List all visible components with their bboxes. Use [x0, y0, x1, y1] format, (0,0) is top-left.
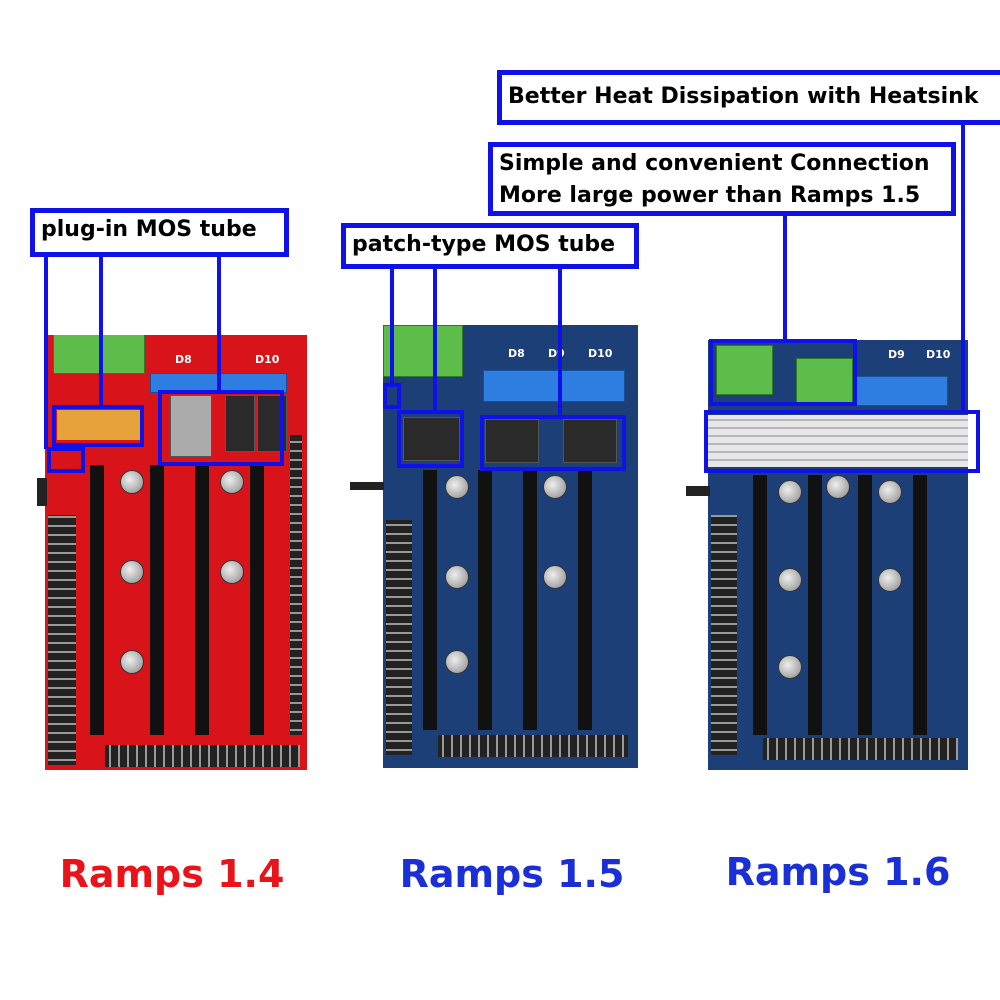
capacitor: [778, 480, 802, 504]
capacitor: [543, 565, 567, 589]
reset-button: [350, 482, 384, 490]
callout-text: Better Heat Dissipation with Heatsink: [508, 84, 979, 109]
connector-line: [433, 266, 437, 412]
connector-line: [961, 122, 965, 412]
fuse: [57, 410, 142, 440]
callout-text: plug-in MOS tube: [41, 217, 257, 242]
pin-header: [105, 745, 300, 767]
callout-text-line1: Simple and convenient Connection: [499, 151, 930, 176]
title-ramps-1-5: Ramps 1.5: [399, 852, 625, 896]
driver-socket: [150, 465, 164, 735]
title-ramps-1-6: Ramps 1.6: [725, 850, 951, 894]
callout-patch-type-mos: patch-type MOS tube: [341, 223, 639, 269]
driver-socket: [523, 470, 537, 730]
driver-socket: [753, 475, 767, 735]
connector-line: [217, 255, 221, 392]
pin-header: [763, 738, 958, 760]
capacitor: [543, 475, 567, 499]
mos-tube: [563, 419, 617, 463]
output-terminal: [856, 376, 948, 406]
highlight-patch-mos-pair: [480, 415, 626, 471]
connector-line: [99, 255, 103, 407]
capacitor: [778, 655, 802, 679]
callout-heatsink: Better Heat Dissipation with Heatsink: [497, 70, 1000, 125]
driver-socket: [423, 470, 437, 730]
capacitor: [220, 560, 244, 584]
silk-d9: D9: [888, 348, 905, 361]
driver-socket: [90, 465, 104, 735]
mos-tube: [485, 419, 539, 463]
power-terminal: [716, 345, 773, 395]
connector-line: [558, 266, 562, 417]
capacitor: [120, 470, 144, 494]
capacitor: [878, 480, 902, 504]
capacitor: [120, 560, 144, 584]
capacitor: [826, 475, 850, 499]
highlight-plug-in-mos: [158, 390, 284, 466]
silk-d8: D8: [175, 353, 192, 366]
connector-line: [783, 213, 787, 341]
pin-header: [438, 735, 628, 757]
connector-line: [390, 266, 394, 385]
capacitor: [445, 565, 469, 589]
callout-connection: Simple and convenient Connection More la…: [488, 142, 956, 216]
pin-header: [711, 515, 737, 755]
reset-button: [686, 486, 710, 496]
title-ramps-1-4: Ramps 1.4: [59, 852, 285, 896]
capacitor: [778, 568, 802, 592]
ramps-1-5-board: D8 D9 D10: [383, 325, 638, 768]
silk-d8: D8: [508, 347, 525, 360]
heatsink: [708, 415, 968, 467]
driver-socket: [250, 465, 264, 735]
capacitor: [220, 470, 244, 494]
silk-d9: D9: [548, 347, 565, 360]
pin-header: [290, 435, 302, 735]
pin-header: [386, 520, 412, 755]
highlight-small-part: [383, 383, 401, 409]
highlight-small-header: [47, 447, 85, 473]
highlight-terminals: [709, 339, 857, 406]
capacitor: [445, 650, 469, 674]
driver-socket: [808, 475, 822, 735]
silk-d10: D10: [588, 347, 613, 360]
highlight-heatsink: [704, 410, 980, 473]
pin-header: [48, 515, 76, 765]
mos-tube: [403, 417, 460, 461]
callout-plug-in-mos: plug-in MOS tube: [30, 208, 289, 257]
callout-text-line2: More large power than Ramps 1.5: [499, 183, 921, 208]
mos-tube: [225, 395, 255, 452]
mos-tube: [170, 395, 212, 457]
driver-socket: [858, 475, 872, 735]
driver-socket: [578, 470, 592, 730]
output-terminal: [483, 370, 625, 402]
power-terminal: [383, 325, 463, 377]
capacitor: [445, 475, 469, 499]
callout-text: patch-type MOS tube: [352, 232, 616, 257]
driver-socket: [478, 470, 492, 730]
capacitor: [120, 650, 144, 674]
silk-d10: D10: [926, 348, 951, 361]
ramps-1-4-board: D8 D10: [45, 335, 307, 770]
driver-socket: [913, 475, 927, 735]
reset-button: [37, 478, 47, 506]
driver-socket: [195, 465, 209, 735]
highlight-patch-mos: [397, 410, 464, 468]
capacitor: [878, 568, 902, 592]
connector-line: [44, 255, 48, 449]
highlight-fuse: [52, 405, 144, 447]
silk-d10: D10: [255, 353, 280, 366]
